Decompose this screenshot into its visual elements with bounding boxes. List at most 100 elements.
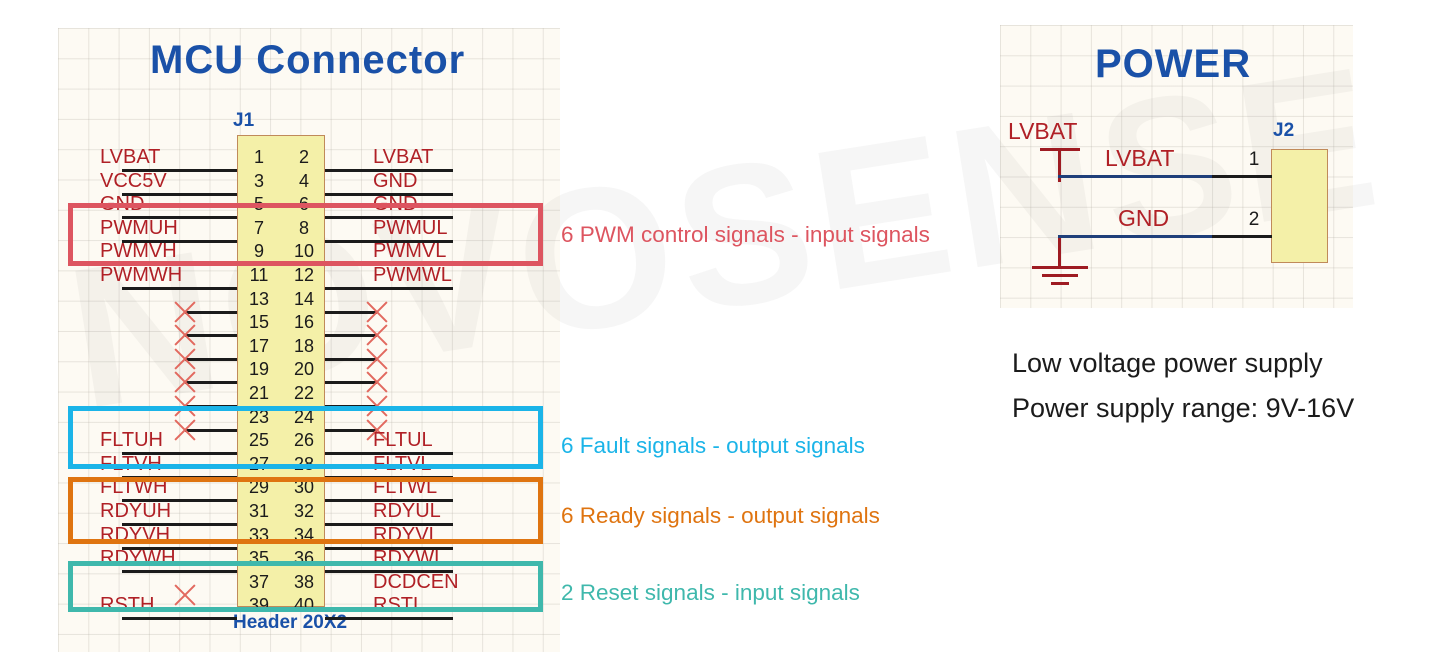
j1-part-label: Header 20X2 [233,612,348,633]
j1-pin-number-8: 8 [298,217,309,238]
j1-wire-right-pin-40 [325,617,453,621]
j1-wire-left-pin-3 [122,192,237,196]
j1-pin-number-18: 18 [293,335,315,356]
j1-wire-right-pin-14 [325,310,377,314]
j1-pin-number-32: 32 [293,501,315,521]
j1-net-label-pin-28: FLTVL [373,452,432,475]
j2-pin-number-1: 1 [1248,149,1260,170]
j1-wire-left-pin-35 [122,570,237,574]
j1-wire-right-pin-30 [325,499,453,503]
gnd-bar2-icon [1042,274,1078,277]
j1-net-label-pin-4: GND [373,169,418,192]
power-wire-lvbat [1058,175,1212,178]
j1-net-label-pin-8: PWMUL [373,216,448,239]
j1-pin-number-14: 14 [293,288,315,309]
j1-wire-left-pin-31 [122,523,237,526]
j1-pin-number-25: 25 [248,430,270,451]
j1-wire-left-pin-29 [122,499,237,503]
j1-pin-number-38: 38 [293,571,315,592]
j1-wire-right-pin-12 [325,287,453,290]
j1-pin-number-11: 11 [249,265,269,285]
j1-net-label-pin-10: PWMVL [373,240,447,263]
j1-net-label-pin-31: RDYUH [100,500,172,522]
power-pinwire-2 [1212,235,1272,238]
j2-refdes-label: J2 [1273,120,1295,141]
j1-pin-number-12: 12 [293,265,315,285]
j1-pin-number-19: 19 [248,359,270,380]
gnd-stem-icon [1058,236,1061,266]
j1-pin-number-23: 23 [248,406,270,427]
j1-pin-number-24: 24 [293,406,315,427]
j1-pin-number-7: 7 [253,217,264,238]
j2-pin-number-2: 2 [1248,209,1260,230]
j1-wire-right-pin-6 [325,216,453,220]
j1-wire-left-pin-25 [122,452,237,456]
j1-wire-left-pin-5 [122,216,237,220]
j1-pin-number-22: 22 [293,383,315,403]
power-net-label-lvbat: LVBAT [1105,145,1175,171]
j1-pin-number-20: 20 [293,359,315,380]
gnd-bar1-icon [1032,266,1088,269]
power-title: POWER [1095,42,1252,86]
j1-pin-number-4: 4 [298,170,309,191]
j1-wire-right-pin-20 [325,381,377,385]
group-annotation-fault: 6 Fault signals - output signals [561,433,865,458]
j1-net-label-pin-11: PWMWH [100,264,183,286]
j1-wire-left-pin-15 [185,334,237,338]
j1-wire-left-pin-7 [122,239,237,243]
j1-pin-number-3: 3 [253,170,264,191]
j1-pin-number-1: 1 [253,147,264,167]
j1-wire-left-pin-23 [185,428,237,432]
j1-pin-number-16: 16 [293,312,315,333]
j1-pin-number-13: 13 [248,288,270,309]
power-note-2: Power supply range: 9V-16V [1012,393,1355,423]
j1-pin-number-26: 26 [293,430,315,451]
j1-pin-number-29: 29 [248,477,270,498]
j1-pin-number-9: 9 [253,241,264,262]
j1-wire-left-pin-17 [185,357,237,361]
j1-wire-left-pin-13 [185,310,237,314]
j1-wire-right-pin-8 [325,239,453,243]
j1-wire-left-pin-19 [185,381,237,385]
j1-pin-number-30: 30 [293,477,315,498]
j1-net-label-pin-26: FLTUL [373,429,433,452]
j1-net-label-pin-25: FLTUH [100,429,163,452]
j1-pin-number-2: 2 [298,147,309,167]
j1-wire-left-pin-1 [122,169,237,172]
j1-pin-number-21: 21 [248,383,270,403]
j1-net-label-pin-9: PWMVH [100,240,177,263]
j1-wire-right-pin-16 [325,334,377,338]
j1-wire-right-pin-32 [325,523,453,526]
group-annotation-reset: 2 Reset signals - input signals [561,580,860,605]
j1-connector-body [237,135,325,607]
j1-net-label-pin-3: VCC5V [100,169,167,192]
group-box-reset [68,561,543,612]
j1-net-label-pin-27: FLTVH [100,452,162,475]
j2-connector-body [1271,149,1328,263]
group-box-ready [68,477,543,544]
group-box-pwm [68,203,543,266]
j1-wire-left-pin-39 [122,617,237,621]
j1-wire-right-pin-4 [325,192,453,196]
power-note-1: Low voltage power supply [1012,348,1323,378]
j1-wire-right-pin-18 [325,357,377,361]
j1-pin-number-37: 37 [248,571,270,592]
power-pinwire-1 [1212,175,1272,178]
j1-pin-number-31: 31 [248,501,270,521]
j1-net-label-pin-38: DCDCEN [373,570,459,593]
j1-net-label-pin-7: PWMUH [100,216,178,239]
j1-wire-right-pin-26 [325,452,453,456]
j1-wire-right-pin-34 [325,546,453,550]
j1-net-label-pin-12: PWMWL [373,264,452,286]
j1-wire-right-pin-24 [325,428,377,432]
power-net-label-gnd: GND [1118,205,1170,231]
j1-pin-number-17: 17 [248,335,270,356]
j1-pin-number-15: 15 [248,312,270,333]
j1-net-label-pin-1: LVBAT [100,146,161,168]
j1-net-label-pin-2: LVBAT [373,146,434,168]
group-annotation-pwm: 6 PWM control signals - input signals [561,222,930,247]
lvbat-stem-icon [1058,148,1061,182]
j1-refdes-label: J1 [233,110,255,131]
j1-wire-left-pin-33 [122,546,237,550]
j1-wire-right-pin-36 [325,570,453,574]
